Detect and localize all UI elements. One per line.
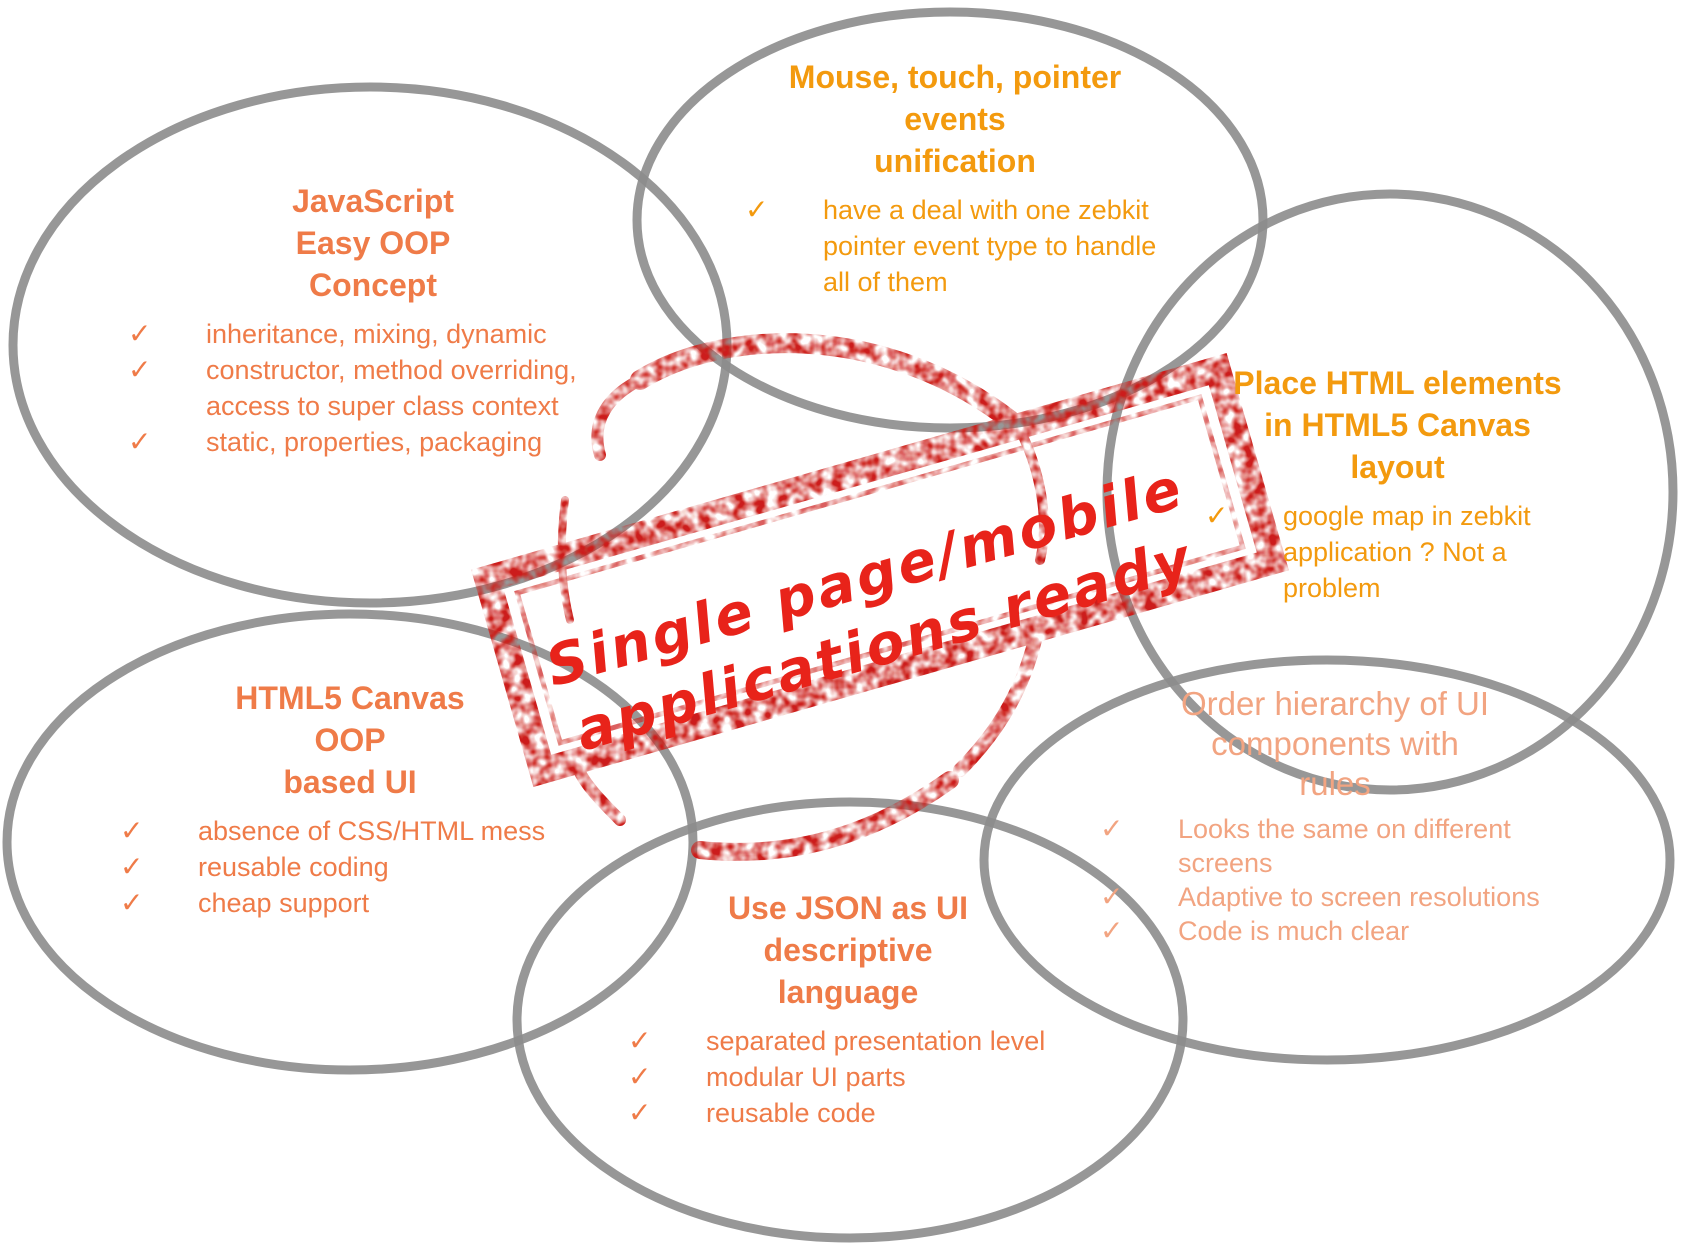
ellipse-events <box>632 7 1268 433</box>
title-line: layout <box>1350 449 1445 485</box>
list-item: ✓ modular UI parts <box>628 1059 1098 1095</box>
bubble-title: HTML5 Canvas OOP based UI <box>120 677 580 803</box>
list-item-text: reusable coding <box>198 852 389 882</box>
title-line: Use JSON as UI <box>727 890 969 926</box>
title-line: in HTML5 Canvas <box>1264 407 1531 443</box>
bubble-list: ✓ have a deal with one zebkit pointer eve… <box>745 192 1185 300</box>
check-icon: ✓ <box>120 887 144 918</box>
title-line: HTML5 Canvas <box>235 680 465 716</box>
list-item: ✓ reusable code <box>628 1095 1098 1131</box>
check-icon: ✓ <box>120 815 144 846</box>
list-item-text: modular UI parts <box>706 1062 906 1092</box>
bubble-canvas-ui: HTML5 Canvas OOP based UI ✓ absence of CS… <box>120 677 640 921</box>
bubble-title: JavaScript Easy OOP Concept <box>128 180 618 306</box>
list-item: ✓ separated presentation level <box>628 1023 1098 1059</box>
list-item: ✓ static, properties, packaging <box>128 424 648 460</box>
title-line: Easy OOP <box>295 225 451 261</box>
list-item-text: constructor, method overriding, access t… <box>206 355 577 421</box>
list-item: ✓ inheritance, mixing, dynamic <box>128 316 648 352</box>
title-line: JavaScript <box>292 183 454 219</box>
stamp-swirl <box>557 333 1049 861</box>
list-item-text: google map in zebkit application ? Not a… <box>1283 501 1531 603</box>
check-icon: ✓ <box>628 1097 652 1128</box>
bubble-title: Order hierarchy of UI components with ru… <box>1140 684 1530 804</box>
title-line: descriptive <box>763 932 933 968</box>
stamp-frame <box>471 353 1289 787</box>
list-item-text: have a deal with one zebkit pointer even… <box>823 195 1157 297</box>
list-item: ✓ Looks the same on different screens <box>1100 812 1585 880</box>
bubble-title: Place HTML elements in HTML5 Canvas layo… <box>1205 362 1590 488</box>
list-item: ✓ google map in zebkit application ? Not … <box>1205 498 1590 606</box>
title-line: components with <box>1211 725 1459 762</box>
list-item-text: reusable code <box>706 1098 876 1128</box>
title-line: Order hierarchy of UI <box>1180 685 1490 722</box>
bubble-list: ✓ separated presentation level ✓ modular U… <box>628 1023 1098 1131</box>
bubble-list: ✓ Looks the same on different screens ✓ Ad… <box>1100 812 1585 948</box>
title-line: events <box>904 101 1006 137</box>
list-item: ✓ Adaptive to screen resolutions <box>1100 880 1585 914</box>
bubble-title: Mouse, touch, pointer events unification <box>745 56 1165 182</box>
check-icon: ✓ <box>628 1025 652 1056</box>
list-item-text: separated presentation level <box>706 1026 1046 1056</box>
title-line: unification <box>874 143 1036 179</box>
list-item: ✓ absence of CSS/HTML mess <box>120 813 640 849</box>
list-item: ✓ Code is much clear <box>1100 914 1585 948</box>
bubble-list: ✓ inheritance, mixing, dynamic ✓ construct… <box>128 316 648 460</box>
title-line: based UI <box>283 764 417 800</box>
title-line: language <box>777 974 919 1010</box>
list-item-text: Looks the same on different screens <box>1178 814 1511 878</box>
check-icon: ✓ <box>120 851 144 882</box>
ellipse-hierarchy <box>979 655 1675 1065</box>
bubble-events: Mouse, touch, pointer events unification… <box>745 56 1185 300</box>
list-item: ✓ reusable coding <box>120 849 640 885</box>
check-icon: ✓ <box>1100 915 1124 946</box>
bubble-oop: JavaScript Easy OOP Concept ✓ inheritance… <box>128 180 648 460</box>
title-line: Place HTML elements <box>1233 365 1562 401</box>
bubble-list: ✓ google map in zebkit application ? Not … <box>1205 498 1590 606</box>
list-item-text: static, properties, packaging <box>206 427 543 457</box>
list-item-text: Adaptive to screen resolutions <box>1178 882 1540 912</box>
check-icon: ✓ <box>128 354 152 385</box>
list-item: ✓ cheap support <box>120 885 640 921</box>
ellipse-canvas-ui <box>2 609 698 1075</box>
list-item: ✓ constructor, method overriding, access … <box>128 352 648 424</box>
check-icon: ✓ <box>1100 881 1124 912</box>
check-icon: ✓ <box>1100 813 1124 844</box>
list-item-text: absence of CSS/HTML mess <box>198 816 546 846</box>
title-line: Mouse, touch, pointer <box>788 59 1122 95</box>
title-line: OOP <box>314 722 386 758</box>
bubble-list: ✓ absence of CSS/HTML mess ✓ reusable codi… <box>120 813 640 921</box>
list-item-text: inheritance, mixing, dynamic <box>206 319 547 349</box>
bubble-hierarchy: Order hierarchy of UI components with ru… <box>1100 684 1585 948</box>
bubble-title: Use JSON as UI descriptive language <box>628 887 1068 1013</box>
title-line: Concept <box>309 267 437 303</box>
check-icon: ✓ <box>628 1061 652 1092</box>
bubble-html-elements: Place HTML elements in HTML5 Canvas layo… <box>1205 362 1590 606</box>
check-icon: ✓ <box>1205 500 1229 531</box>
check-icon: ✓ <box>128 426 152 457</box>
ellipse-json <box>512 797 1188 1243</box>
check-icon: ✓ <box>128 318 152 349</box>
title-line: rules <box>1299 765 1371 802</box>
check-icon: ✓ <box>745 194 769 225</box>
bubble-json: Use JSON as UI descriptive language ✓ sep… <box>628 887 1098 1131</box>
list-item-text: cheap support <box>198 888 370 918</box>
list-item-text: Code is much clear <box>1178 916 1410 946</box>
ellipse-html-elements <box>1102 189 1678 795</box>
list-item: ✓ have a deal with one zebkit pointer eve… <box>745 192 1185 300</box>
